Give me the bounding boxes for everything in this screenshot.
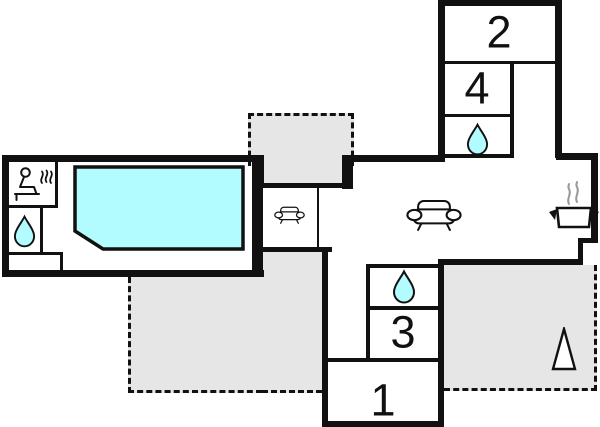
bathroom-wall-south bbox=[7, 252, 63, 255]
cooking-pot-icon bbox=[549, 181, 599, 229]
tower-wall-west bbox=[438, 0, 445, 160]
main-wall-west bbox=[322, 247, 328, 427]
main-wall-north-west bbox=[348, 155, 445, 162]
room-4-label: 4 bbox=[464, 62, 490, 114]
water-drop-icon bbox=[392, 269, 416, 304]
bath-north-wall-south bbox=[441, 154, 514, 158]
sofa-icon bbox=[406, 199, 462, 231]
main-wall-east bbox=[591, 153, 598, 243]
room2-wall-south bbox=[443, 61, 555, 64]
tower-wall-top bbox=[438, 0, 562, 6]
terrace-left-upper bbox=[262, 252, 322, 393]
sauna-wall-south bbox=[7, 205, 58, 208]
entry-wall-east bbox=[60, 255, 63, 271]
tower-wall-east bbox=[555, 0, 562, 158]
south-rooms-wall-east bbox=[438, 259, 444, 427]
main-step-west bbox=[578, 241, 583, 265]
terrace-middle-lower bbox=[260, 163, 348, 184]
bathroom-wall-east bbox=[40, 208, 43, 255]
water-drop-icon bbox=[13, 214, 36, 248]
tree-icon bbox=[551, 327, 577, 371]
main-wall-north-east bbox=[556, 153, 598, 160]
room1-wall-north bbox=[325, 358, 440, 362]
poolhouse-wall-top bbox=[2, 155, 264, 162]
room3-wall-north bbox=[368, 306, 440, 310]
corridor-wall-east-joint bbox=[342, 155, 353, 189]
terrace-middle bbox=[248, 113, 354, 166]
sauna-wall-east bbox=[55, 160, 58, 208]
corridor-partition bbox=[317, 188, 319, 247]
room4-wall-south bbox=[443, 114, 510, 117]
sauna-icon bbox=[14, 167, 53, 201]
poolhouse-wall-bottom bbox=[2, 270, 264, 277]
room-2-label: 2 bbox=[486, 6, 512, 58]
main-wall-south bbox=[440, 259, 583, 265]
sofa-icon bbox=[274, 206, 305, 224]
corridor-wall-south bbox=[262, 247, 332, 252]
room4-wall-east bbox=[510, 61, 514, 158]
room-1-label: 1 bbox=[370, 374, 396, 426]
water-drop-icon bbox=[466, 122, 489, 156]
corridor-wall-west-joint bbox=[256, 160, 264, 186]
poolhouse-wall-east bbox=[252, 157, 263, 273]
terrace-left bbox=[128, 277, 262, 393]
main-step-south bbox=[578, 238, 598, 243]
bath-south-wall-north bbox=[366, 264, 442, 268]
corridor-wall-north bbox=[256, 183, 353, 188]
poolhouse-wall-left bbox=[2, 155, 9, 277]
swimming-pool bbox=[73, 165, 245, 251]
room-3-label: 3 bbox=[390, 306, 416, 358]
bath-south-wall-west bbox=[366, 264, 370, 362]
room1-wall-south bbox=[322, 421, 444, 427]
